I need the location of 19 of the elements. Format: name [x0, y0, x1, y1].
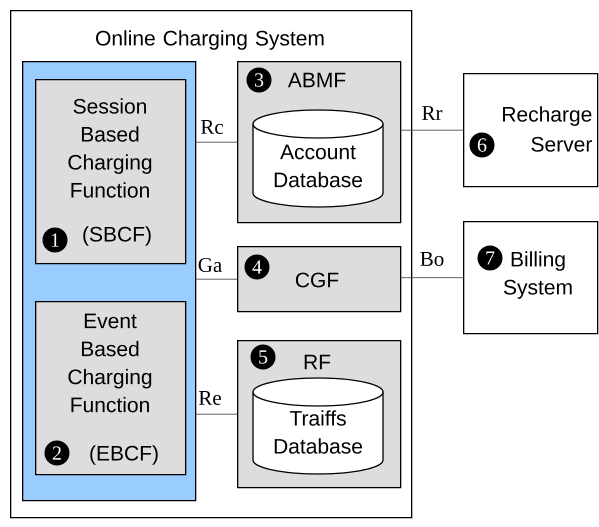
callout-number: 6 — [470, 132, 494, 158]
callout-number: 1 — [42, 228, 68, 252]
connector-line — [196, 142, 238, 143]
database-cylinder: Account Database — [252, 109, 384, 208]
callout-number: 7 — [478, 246, 502, 270]
callout-number: 3 — [246, 68, 272, 92]
database-cylinder: Traiffs Database — [252, 377, 384, 475]
connector-line — [400, 277, 464, 278]
edge-label: Re — [197, 390, 223, 406]
edge-label: Bo — [418, 251, 446, 267]
edge-label: Ga — [196, 256, 224, 274]
callout-number: 4 — [244, 254, 270, 280]
callout-number: 2 — [44, 440, 70, 466]
connector-line — [196, 278, 238, 280]
connector-line — [196, 414, 238, 415]
edge-label: Rc — [199, 119, 225, 135]
callout-number: 5 — [250, 344, 276, 370]
connector-line — [400, 130, 464, 131]
edge-label: Rr — [420, 105, 444, 121]
